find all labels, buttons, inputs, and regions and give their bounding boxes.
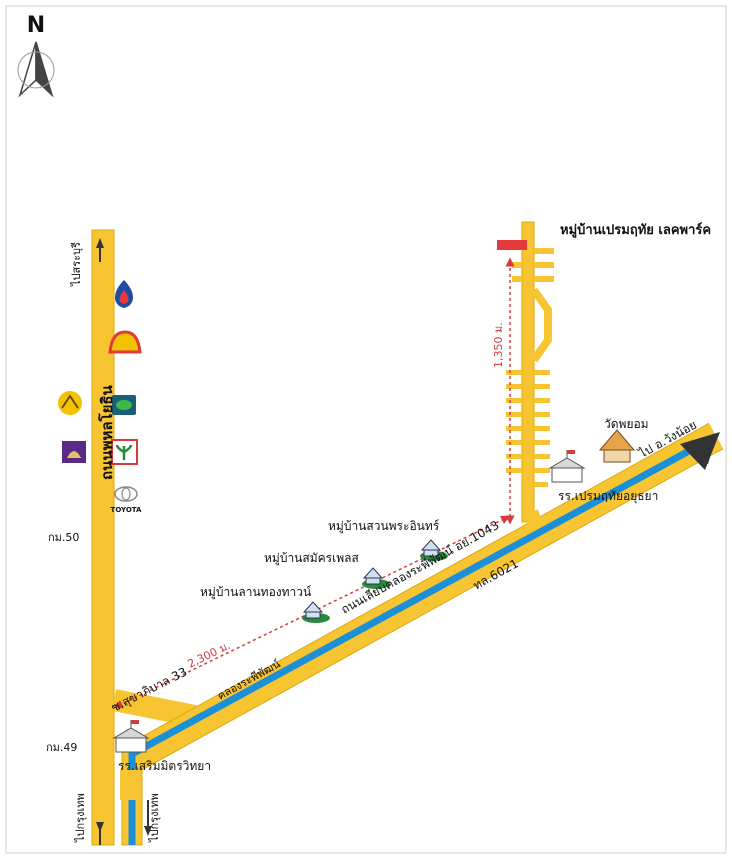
distance-north-label: 1,350 ม. [492, 322, 505, 368]
wat-phayom-label: วัดพยอม [604, 417, 649, 431]
school-sermmit-label: รร.เสริมมิตรวิทยา [118, 759, 211, 773]
school-building-icon [112, 720, 150, 753]
school-prem-label: รร.เปรมฤทัยอยุธยา [558, 489, 658, 504]
main-road [91, 229, 115, 846]
saraburi-label: ไปสระบุรี [70, 242, 83, 287]
school-building-icon [548, 450, 586, 483]
north-arrow-icon: N [17, 13, 55, 98]
village-house-icon [362, 567, 390, 589]
destination-marker [497, 240, 527, 250]
temple-icon [598, 429, 636, 463]
village-house-icon [302, 601, 330, 623]
prem-lakepark-label: หมู่บ้านเปรมฤทัย เลคพาร์ค [560, 222, 711, 238]
north-road [506, 221, 554, 526]
scb-logo-icon [62, 441, 86, 463]
km49-label: กม.49 [46, 741, 77, 754]
km50-label: กม.50 [48, 531, 79, 544]
kasikorn-logo-icon [111, 439, 138, 465]
ptt-logo-icon [115, 280, 133, 308]
distance-lines [113, 257, 515, 709]
bangkok-label-right: ไปกรุงเทพ [148, 793, 161, 843]
village-lanthong-label: หมู่บ้านลานทองทาวน์ [200, 585, 311, 600]
krungsri-logo-icon [58, 391, 82, 415]
compass-letter: N [27, 13, 45, 38]
village-suan-phra-in-label: หมู่บ้านสวนพระอินทร์ [328, 519, 440, 534]
page-frame [5, 5, 727, 854]
bangkok-label-left: ไปกรุงเทพ [74, 793, 87, 843]
toyota-logo-icon: TOYOTA [111, 486, 142, 514]
toyota-text: TOYOTA [111, 506, 142, 514]
bangchak-logo-icon [112, 395, 136, 415]
main-road-label: ถนนพหลโยธิน [97, 384, 116, 480]
shell-logo-icon [108, 330, 142, 354]
village-samakhom-label: หมู่บ้านสมัครเพลส [264, 551, 359, 566]
village-house-icon [420, 539, 448, 561]
distance-diagonal-label: 2,300 ม. [186, 639, 233, 671]
